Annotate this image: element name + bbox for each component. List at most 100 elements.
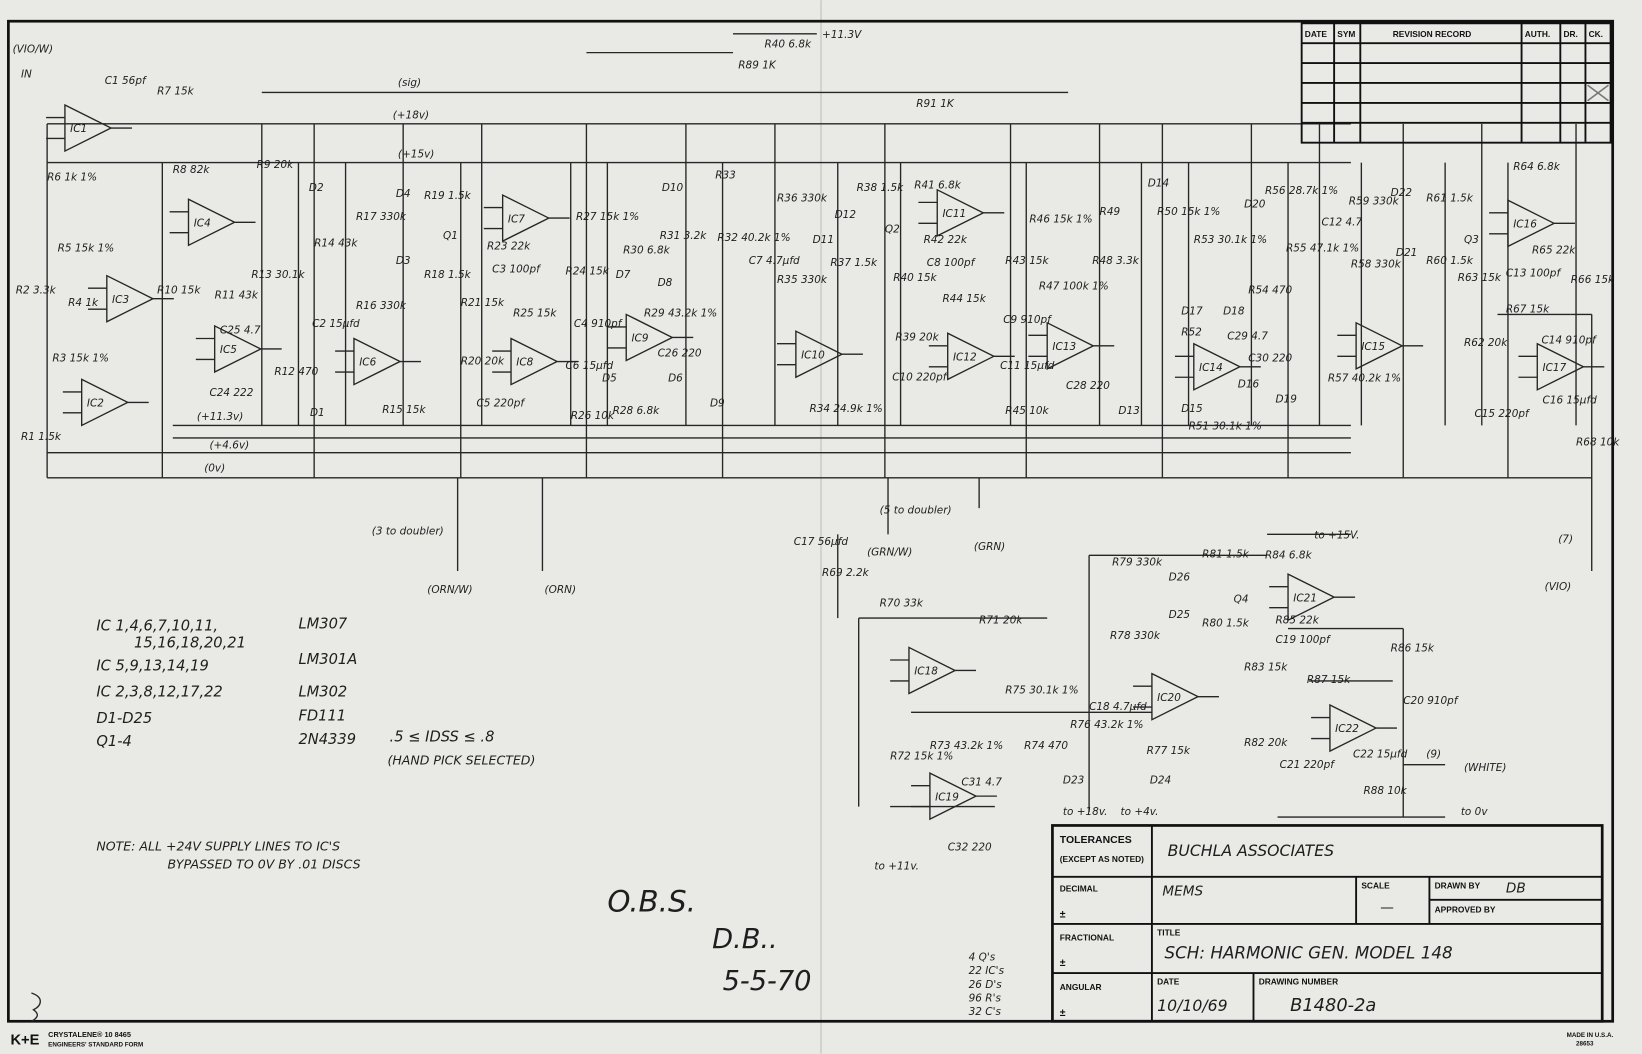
- to-18v-label: to +18v.: [1063, 806, 1108, 818]
- component-label: R25 15k: [513, 308, 557, 320]
- opamp-triangle: [1151, 672, 1200, 721]
- opamp-ic14: IC14: [1174, 342, 1261, 391]
- date-label: DATE: [1157, 977, 1180, 987]
- opamp-ic6: IC6: [335, 337, 421, 386]
- parts-list: IC 1,4,6,7,10,11, LM307 15,16,18,20,21 I…: [96, 616, 535, 768]
- component-label: R56 28.7k 1%: [1265, 185, 1338, 197]
- opamp-triangle: [510, 337, 559, 386]
- opamp-ic1: IC1: [46, 103, 132, 153]
- input-in-label: IN: [21, 69, 32, 81]
- component-label: R40 15k: [893, 272, 937, 284]
- component-label: R88 10k: [1363, 785, 1407, 797]
- component-label: R42 22k: [924, 234, 968, 246]
- opamp-label: IC1: [70, 123, 87, 135]
- standard-form-label: ENGINEERS' STANDARD FORM: [48, 1041, 143, 1048]
- opamp-ic2: IC2: [62, 378, 149, 427]
- component-label: C5 220pf: [476, 398, 525, 410]
- drawn-by-label: DRAWN BY: [1435, 880, 1481, 890]
- component-label: C28 220: [1066, 380, 1110, 392]
- opamp-triangle: [947, 332, 996, 381]
- opamp-label: IC13: [1052, 341, 1076, 353]
- component-label: R15 15k: [382, 404, 426, 416]
- component-label: C15 220pf: [1474, 408, 1530, 420]
- opamp-label: IC21: [1293, 592, 1317, 604]
- parts-type: FD111: [298, 708, 346, 725]
- component-label: D11: [813, 234, 834, 246]
- component-label: R50 15k 1%: [1157, 206, 1220, 218]
- component-label: R79 330k: [1112, 557, 1163, 569]
- component-label: D9: [710, 398, 725, 410]
- angular-label: ANGULAR: [1060, 982, 1102, 992]
- component-label: C3 100pf: [492, 264, 541, 276]
- component-label: D7: [616, 269, 631, 281]
- component-label: D2: [309, 182, 324, 194]
- opamp-triangle: [1507, 199, 1556, 248]
- component-label: R81 1.5k: [1202, 548, 1250, 560]
- component-label: D23: [1063, 775, 1084, 787]
- component-label: D15: [1181, 403, 1203, 415]
- to-15v-label: to +15V.: [1314, 530, 1359, 542]
- component-label: R37 1.5k: [830, 257, 878, 269]
- input-label: (VIO/W): [13, 44, 54, 56]
- component-label: C7 4.7µfd: [749, 255, 800, 267]
- component-label: R57 40.2k 1%: [1328, 372, 1401, 384]
- opamp-ic3: IC3: [87, 274, 174, 323]
- component-label: R85 22k: [1275, 614, 1319, 626]
- component-label: R67 15k: [1506, 303, 1550, 315]
- rail-11v-label: (+11.3v): [197, 411, 243, 423]
- component-label: R5 15k 1%: [58, 243, 115, 255]
- component-label: R35 330k: [777, 274, 828, 286]
- sheet-border: [7, 19, 1615, 1023]
- component-label: D19: [1275, 393, 1297, 405]
- component-label: R27 15k 1%: [576, 211, 639, 223]
- drawing-number-label: DRAWING NUMBER: [1259, 977, 1338, 987]
- opamp-triangle: [1046, 321, 1095, 370]
- component-label: C31 4.7: [961, 777, 1002, 789]
- component-label: C4 910pf: [574, 318, 623, 330]
- hand-pick-note: (HAND PICK SELECTED): [387, 753, 535, 768]
- component-label: C2 15µfd: [312, 318, 360, 330]
- opamp-group: IC1IC4IC3IC5IC2IC6IC7IC8IC9IC10IC11IC12I…: [46, 103, 1605, 821]
- component-label: R78 330k: [1110, 630, 1161, 642]
- component-label: D21: [1396, 247, 1417, 259]
- rail-4v-label: (+4.6v): [209, 439, 249, 451]
- component-label: R8 82k: [173, 164, 211, 176]
- fractional-label: FRACTIONAL: [1060, 933, 1114, 943]
- component-label: R75 30.1k 1%: [1005, 685, 1078, 697]
- opamp-triangle: [353, 337, 402, 386]
- opamp-ic5: IC5: [195, 324, 282, 374]
- count-ic: 22 IC's: [969, 965, 1005, 977]
- component-label: C9 910pf: [1003, 314, 1052, 326]
- output-vio: (VIO): [1545, 581, 1572, 593]
- component-label: R4 1k: [68, 297, 99, 309]
- drawn-by-value: DB: [1506, 880, 1526, 896]
- parts-ics: IC 2,3,8,12,17,22: [96, 684, 222, 701]
- opamp-ic10: IC10: [777, 330, 863, 379]
- parts-ics: 15,16,18,20,21: [134, 634, 246, 651]
- opamp-label: IC19: [935, 791, 959, 803]
- component-label: C29 4.7: [1227, 331, 1268, 343]
- output-9: (9): [1426, 748, 1441, 760]
- output-orn-w: (ORN/W): [427, 584, 472, 596]
- component-label: Q3: [1464, 234, 1479, 246]
- component-label: R21 15k: [461, 297, 505, 309]
- component-label: R33: [715, 169, 736, 181]
- component-label: D12: [835, 209, 857, 221]
- opamp-triangle: [936, 188, 985, 237]
- obs-stamp: O.B.S.: [607, 884, 696, 918]
- pen-scribble: [31, 992, 41, 1022]
- component-label: R26 10k: [571, 410, 615, 422]
- component-label: R17 330k: [356, 211, 407, 223]
- parts-type: LM307: [298, 616, 347, 633]
- component-label: R59 330k: [1349, 195, 1400, 207]
- component-label: R69 2.2k: [822, 567, 870, 579]
- component-label: C26 220: [658, 347, 702, 359]
- opamp-label: IC4: [194, 217, 211, 229]
- parts-type: 2N4339: [298, 731, 356, 748]
- opamp-triangle: [213, 324, 263, 374]
- obs-initials: D.B..: [712, 924, 778, 955]
- opamp-ic11: IC11: [918, 188, 1005, 237]
- output-5-doubler: (5 to doubler): [880, 504, 952, 516]
- opamp-label: IC2: [87, 398, 104, 410]
- made-in-label: MADE IN U.S.A.: [1567, 1032, 1614, 1039]
